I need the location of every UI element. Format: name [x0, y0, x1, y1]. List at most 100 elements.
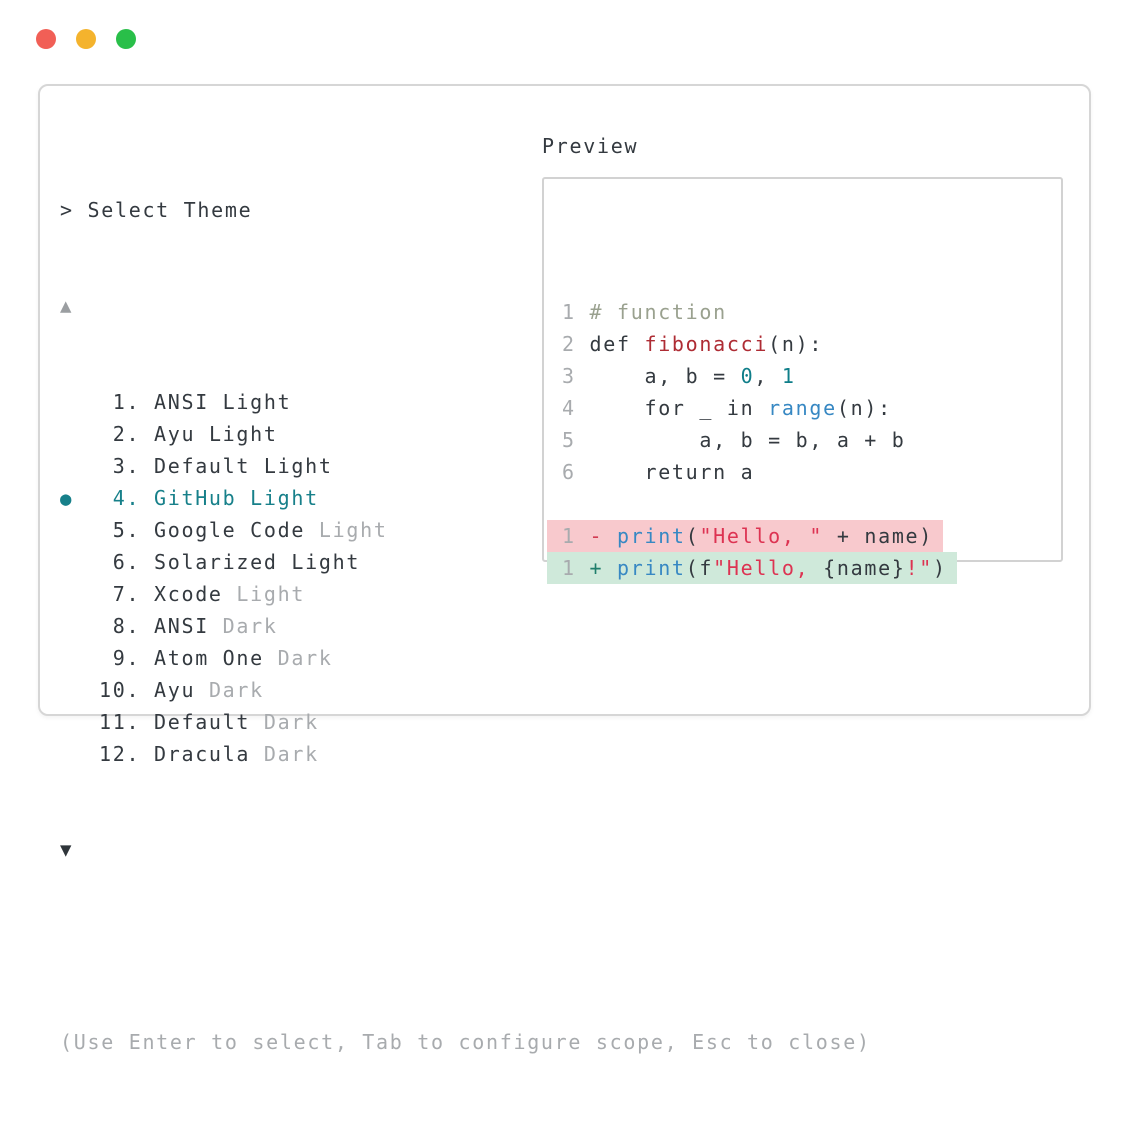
diff-line-added: 1 + print(f"Hello, {name}!") — [547, 552, 1061, 584]
code-token: # function — [589, 300, 727, 324]
code-token: "Hello, — [713, 556, 824, 580]
code-token: ( — [685, 524, 700, 548]
theme-variant: Light — [195, 422, 278, 446]
code-line: 4 for _ in range(n): — [562, 392, 1061, 424]
theme-option-7[interactable]: ● 7. Xcode Light — [60, 578, 871, 610]
theme-option-8[interactable]: ● 8. ANSI Dark — [60, 610, 871, 642]
theme-name: ANSI — [153, 390, 209, 414]
theme-variant: Light — [236, 486, 319, 510]
code-token: a, b = — [589, 364, 741, 388]
window-controls — [36, 29, 136, 49]
code-line: 2 def fibonacci(n): — [562, 328, 1061, 360]
zoom-button[interactable] — [116, 29, 136, 49]
theme-number: 12. — [99, 742, 154, 766]
theme-option-9[interactable]: ● 9. Atom One Dark — [60, 642, 871, 674]
line-number: 5 — [562, 428, 590, 452]
code-token: print — [616, 524, 686, 548]
close-button[interactable] — [36, 29, 56, 49]
code-line: 3 a, b = 0, 1 — [562, 360, 1061, 392]
theme-number: 2. — [99, 422, 154, 446]
theme-variant: Light — [208, 390, 292, 414]
theme-option-1[interactable]: ● 1. ANSI Light — [60, 386, 871, 418]
diff-highlight: 1 - print("Hello, " + name) — [547, 520, 944, 552]
theme-number: 7. — [99, 582, 154, 606]
theme-variant: Dark — [208, 614, 278, 638]
theme-number: 8. — [99, 614, 154, 638]
selected-bullet-icon: ● — [60, 488, 74, 510]
prompt-text: > Select Theme — [60, 198, 253, 222]
code-token: range — [768, 396, 837, 420]
code-token: + name) — [823, 524, 934, 548]
code-line: 6 return a — [562, 456, 1061, 488]
theme-option-3[interactable]: ● 3. Default Light — [60, 450, 871, 482]
code-token: - — [589, 524, 617, 548]
theme-variant: Light — [305, 518, 388, 542]
blank-line — [562, 488, 1061, 520]
theme-option-5[interactable]: ● 5. Google Code Light — [60, 514, 871, 546]
line-number: 4 — [562, 396, 590, 420]
scroll-up-icon[interactable]: ▲ — [60, 295, 74, 317]
code-token: 1 — [781, 364, 796, 388]
minimize-button[interactable] — [76, 29, 96, 49]
theme-variant: Dark — [263, 646, 333, 670]
theme-name: Dracula — [153, 742, 251, 766]
theme-variant: Dark — [195, 678, 264, 702]
code-token: (n): — [836, 396, 892, 420]
theme-number: 1. — [99, 390, 154, 414]
theme-name: Default — [153, 454, 251, 478]
theme-number: 6. — [99, 550, 154, 574]
theme-option-12[interactable]: ●12. Dracula Dark — [60, 738, 871, 770]
diff-highlight: 1 + print(f"Hello, {name}!") — [547, 552, 957, 584]
line-number: 2 — [562, 332, 590, 356]
code-token: print — [616, 556, 686, 580]
theme-name: Ayu — [153, 678, 196, 702]
code-token: , — [754, 364, 782, 388]
line-number: 3 — [562, 364, 590, 388]
theme-option-10[interactable]: ●10. Ayu Dark — [60, 674, 871, 706]
line-number: 6 — [562, 460, 590, 484]
theme-name: Xcode — [153, 582, 223, 606]
code-token: a, b = b, a + b — [589, 428, 906, 452]
theme-number: 4. — [99, 486, 154, 510]
code-token: "Hello, " — [699, 524, 824, 548]
theme-variant: Dark — [250, 742, 319, 766]
theme-name: Google Code — [153, 518, 306, 542]
code-line: 1 # function — [562, 296, 1061, 328]
line-number: 1 — [562, 556, 590, 580]
theme-number: 11. — [99, 710, 154, 734]
code-token: for _ in — [589, 396, 769, 420]
theme-name: ANSI — [153, 614, 209, 638]
theme-name: Default — [153, 710, 251, 734]
theme-number: 9. — [99, 646, 154, 670]
theme-option-6[interactable]: ● 6. Solarized Light — [60, 546, 871, 578]
theme-name: Atom One — [153, 646, 264, 670]
code-line: 5 a, b = b, a + b — [562, 424, 1061, 456]
prompt: > Select Theme — [60, 194, 871, 226]
theme-name: GitHub — [153, 486, 237, 510]
diff-line-removed: 1 - print("Hello, " + name) — [547, 520, 1061, 552]
theme-variant: Light — [222, 582, 306, 606]
preview-title: Preview — [542, 134, 639, 158]
theme-variant: Light — [277, 550, 361, 574]
app-window: > Select Theme ▲ ● 1. ANSI Light● 2. Ayu… — [36, 29, 1091, 1054]
code-token: 0 — [740, 364, 755, 388]
theme-option-4[interactable]: ● 4. GitHub Light — [60, 482, 871, 514]
theme-variant: Dark — [250, 710, 319, 734]
theme-name: Ayu — [153, 422, 196, 446]
theme-number: 5. — [99, 518, 154, 542]
code-token: fibonacci — [644, 332, 769, 356]
theme-number: 10. — [99, 678, 154, 702]
theme-picker-panel: > Select Theme ▲ ● 1. ANSI Light● 2. Ayu… — [38, 84, 1091, 1054]
theme-name: Solarized — [153, 550, 278, 574]
footer-hint: (Use Enter to select, Tab to configure s… — [60, 1030, 871, 1054]
code-token: !" — [905, 556, 934, 580]
code-token: ) — [933, 556, 947, 580]
theme-option-11[interactable]: ●11. Default Dark — [60, 706, 871, 738]
scroll-down-icon[interactable]: ▼ — [60, 839, 74, 861]
code-token: + — [589, 556, 617, 580]
code-token: {name} — [823, 556, 906, 580]
theme-option-2[interactable]: ● 2. Ayu Light — [60, 418, 871, 450]
code-token: return a — [589, 460, 755, 484]
